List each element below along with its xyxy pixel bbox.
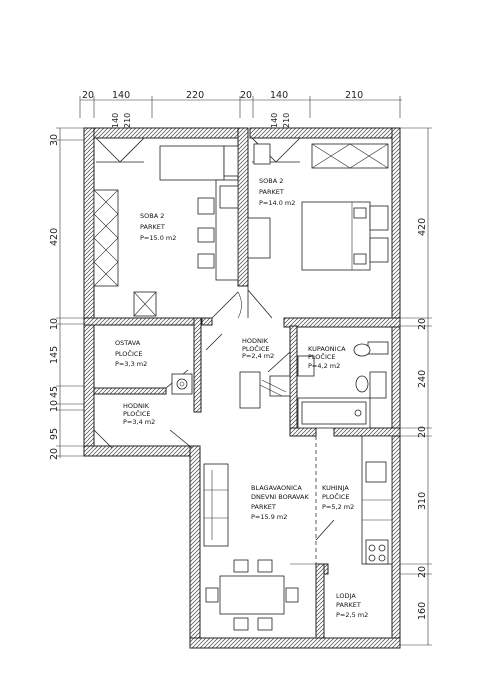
svg-text:PLOČICE: PLOČICE [115,349,143,358]
left-bedroom-furniture [93,145,239,317]
dim-top-1: 20 [82,90,94,101]
svg-text:PLOČICE: PLOČICE [123,409,151,418]
storage-furniture [171,371,291,409]
svg-text:P=5,2 m2: P=5,2 m2 [322,503,354,511]
dim-top-4: 20 [240,90,252,101]
svg-text:P=3,4 m2: P=3,4 m2 [123,418,155,426]
room-label-blagavaonica: BLAGAVAONICA DNEVNI BORAVAK PARKET P=15.… [251,484,309,521]
dim-top-6: 210 [345,90,363,101]
svg-text:LODJA: LODJA [336,592,356,600]
window-mark-3: 140 [270,113,279,128]
room-label-lodja: LODJA PARKET P=2,5 m2 [336,592,368,619]
window-mark-1: 140 [111,113,120,128]
dim-right-3: 240 [417,370,428,388]
left-dimension-line: 30 420 10 145 45 10 95 20 [49,127,84,460]
window-mark-4: 210 [282,113,291,128]
svg-text:PARKET: PARKET [251,503,276,511]
kitchen-furniture [315,435,393,565]
dim-left-2: 420 [49,228,60,246]
svg-text:PARKET: PARKET [140,223,165,231]
svg-text:SOBA 2: SOBA 2 [259,177,283,185]
dim-left-4: 145 [49,346,60,364]
dim-left-1: 30 [49,134,60,146]
room-label-soba-left: SOBA 2 PARKET P=15.0 m2 [140,212,176,242]
living-room-furniture [203,463,316,631]
svg-text:P=2,4 m2: P=2,4 m2 [242,352,274,360]
dim-left-6: 10 [49,400,60,412]
dim-left-7: 95 [49,428,60,440]
svg-text:P=15.0 m2: P=15.0 m2 [140,234,176,242]
dim-left-8: 20 [49,448,60,460]
svg-text:PARKET: PARKET [259,188,284,196]
top-dimension-line: 20 140 220 20 140 210 [79,90,402,118]
window-mark-2: 210 [123,113,132,128]
room-label-kuhinja: KUHINJA PLOČICE P=5,2 m2 [322,484,354,511]
dim-right-1: 420 [417,218,428,236]
room-label-ostava: OSTAVA PLOČICE P=3,3 m2 [115,339,147,368]
svg-text:BLAGAVAONICA: BLAGAVAONICA [251,484,302,492]
dim-left-5: 45 [49,386,60,398]
dim-top-5: 140 [270,90,288,101]
room-label-hodnik-left: HODNIK PLOČICE P=3,4 m2 [123,402,155,426]
dim-top-3: 220 [186,90,204,101]
dim-left-3: 10 [49,318,60,330]
room-label-hodnik-center: HODNIK PLOČICE P=2,4 m2 [242,337,274,360]
svg-text:PLOČICE: PLOČICE [242,344,270,353]
svg-text:OSTAVA: OSTAVA [115,339,141,347]
room-label-soba-right: SOBA 2 PARKET P=14.0 m2 [259,177,295,207]
svg-text:HODNIK: HODNIK [242,337,269,345]
dim-right-4: 20 [417,426,428,438]
svg-text:HODNIK: HODNIK [123,402,150,410]
svg-text:P=15.9 m2: P=15.9 m2 [251,513,287,521]
dim-right-5: 310 [417,492,428,510]
window-mark-dimensions: 140 210 140 210 [111,113,291,128]
svg-text:KUPAONICA: KUPAONICA [308,345,346,353]
right-bedroom-furniture [247,143,389,271]
right-dimension-line: 420 20 240 20 310 20 160 [400,127,432,646]
dim-right-2: 20 [417,318,428,330]
bathroom-furniture [297,341,389,429]
svg-text:P=4,2 m2: P=4,2 m2 [308,362,340,370]
svg-text:P=3,3 m2: P=3,3 m2 [115,360,147,368]
svg-text:SOBA 2: SOBA 2 [140,212,164,220]
doors [93,137,335,541]
svg-text:PARKET: PARKET [336,601,361,609]
svg-text:P=14.0 m2: P=14.0 m2 [259,199,295,207]
svg-text:DNEVNI BORAVAK: DNEVNI BORAVAK [251,493,309,501]
room-label-kupaonica: KUPAONICA PLOČICE P=4,2 m2 [308,345,346,370]
svg-text:P=2,5 m2: P=2,5 m2 [336,611,368,619]
dim-right-6: 20 [417,566,428,578]
svg-text:KUHINJA: KUHINJA [322,484,349,492]
dim-right-7: 160 [417,602,428,620]
svg-text:PLOČICE: PLOČICE [322,492,350,501]
walls [83,127,401,649]
dim-top-2: 140 [112,90,130,101]
svg-text:PLOČICE: PLOČICE [308,352,336,361]
